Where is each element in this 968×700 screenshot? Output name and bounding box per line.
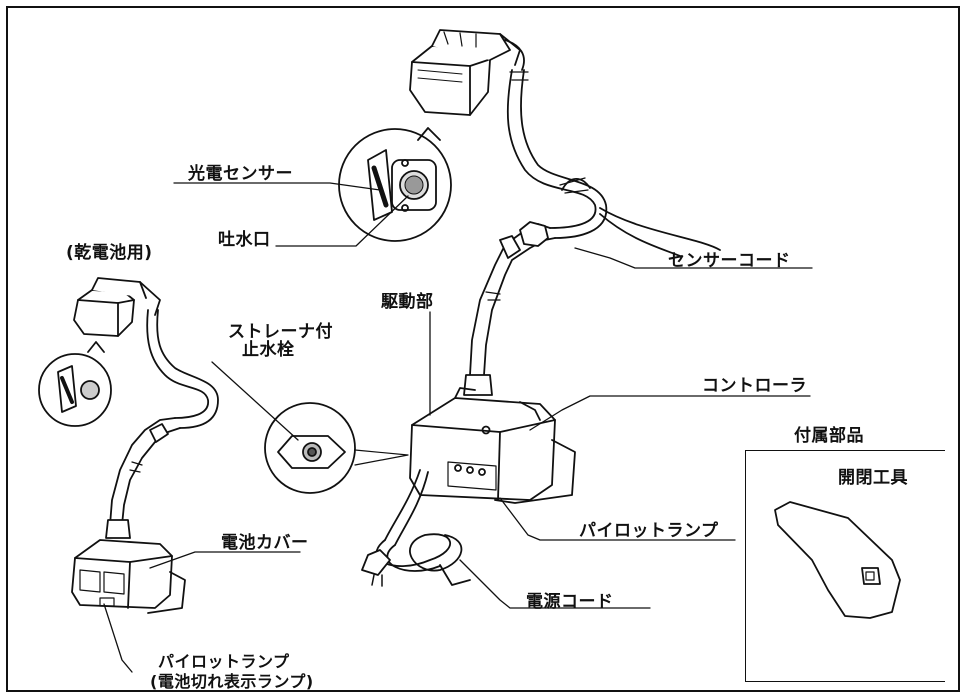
controller-label: コントローラ	[702, 376, 807, 396]
accessories-box	[745, 450, 945, 682]
sensor-detail-circle	[338, 127, 452, 242]
strainer-valve-label-1: ストレーナ付	[228, 322, 333, 342]
dry-battery-label: (乾電池用)	[66, 243, 153, 263]
accessories-label: 付属部品	[794, 426, 864, 446]
power-cord-label: 電源コード	[526, 592, 614, 612]
controller-small	[71, 539, 186, 614]
drive-unit-label: 駆動部	[381, 292, 434, 312]
controller-large	[384, 387, 576, 546]
leader-lines	[103, 182, 813, 673]
photo-sensor-label: 光電センサー	[188, 164, 293, 184]
open-close-tool-label: 開閉工具	[838, 468, 908, 488]
pilot-lamp-left-label-2: (電池切れ表示ランプ)	[150, 672, 314, 691]
battery-cover-label: 電池カバー	[221, 533, 309, 553]
power-cord-large	[361, 533, 471, 587]
sensor-head-large	[409, 29, 525, 116]
spout-label: 吐水口	[218, 230, 271, 250]
sensor-cord-large	[463, 69, 721, 396]
pilot-lamp-label: パイロットランプ	[579, 521, 719, 541]
sensor-head-small	[73, 277, 219, 539]
small-detail-circle	[38, 341, 112, 427]
strainer-detail-circle	[264, 402, 409, 494]
sensor-cord-label: センサーコード	[668, 251, 791, 271]
strainer-valve-label-2: 止水栓	[242, 340, 295, 360]
open-close-tool-drawing	[774, 501, 901, 619]
pilot-lamp-left-label-1: パイロットランプ	[158, 652, 290, 671]
diagram-frame	[6, 6, 960, 692]
